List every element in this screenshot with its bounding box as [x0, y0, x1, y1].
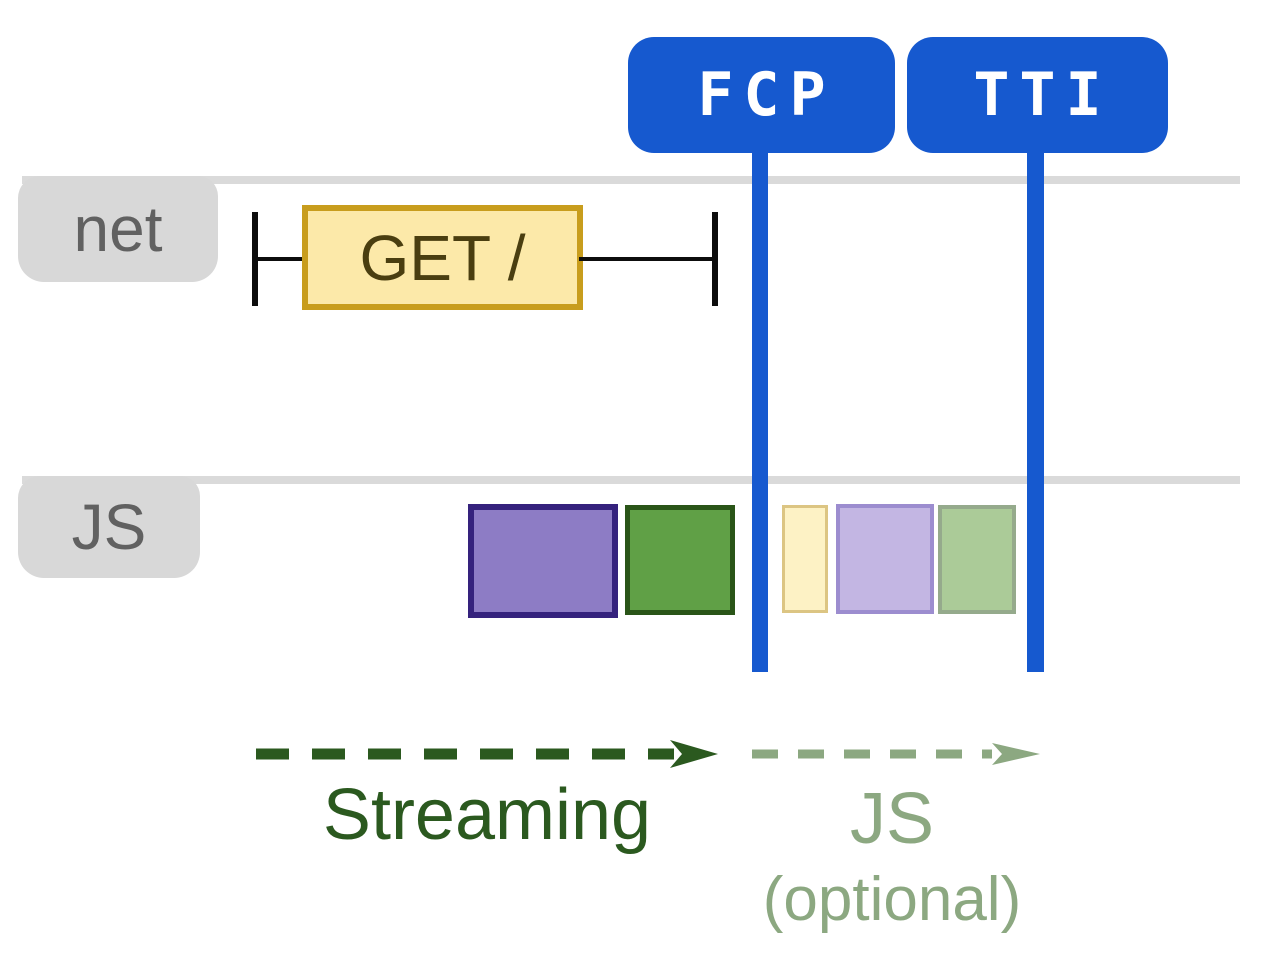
request-end-cap — [712, 212, 718, 306]
net-lane-track — [22, 176, 1240, 184]
js-optional-phase-label: JS (optional) — [737, 776, 1047, 938]
js-optional-phase-label-line2: (optional) — [762, 865, 1022, 934]
dashed-arrow-right-icon — [752, 743, 1040, 765]
tti-marker-line — [1027, 148, 1044, 672]
js-lane-label: JS — [18, 476, 200, 578]
js-task-faded-yellow — [782, 505, 828, 613]
net-lane-label-text: net — [73, 193, 163, 265]
streaming-arrow — [250, 740, 730, 777]
request-line-right — [579, 257, 715, 261]
net-lane-label: net — [18, 176, 218, 282]
request-line-left — [252, 257, 306, 261]
tti-badge: TTI — [907, 37, 1168, 153]
js-optional-phase-label-line1: JS — [849, 779, 935, 859]
js-task-faded-green — [938, 505, 1016, 614]
get-request-label: GET / — [359, 221, 526, 294]
js-task-faded-purple — [836, 504, 934, 614]
fcp-marker-line — [752, 148, 768, 672]
js-task-solid-green — [625, 505, 735, 615]
js-task-solid-purple — [468, 504, 618, 618]
js-lane-label-text: JS — [71, 491, 147, 563]
js-lane-track — [22, 476, 1240, 484]
get-request-box: GET / — [302, 205, 583, 310]
js-optional-arrow — [746, 743, 1046, 772]
streaming-phase-label: Streaming — [322, 775, 652, 855]
fcp-badge-label: FCP — [697, 60, 836, 130]
fcp-badge: FCP — [628, 37, 895, 153]
tti-badge-label: TTI — [973, 60, 1112, 130]
dashed-arrow-right-icon — [256, 740, 718, 768]
